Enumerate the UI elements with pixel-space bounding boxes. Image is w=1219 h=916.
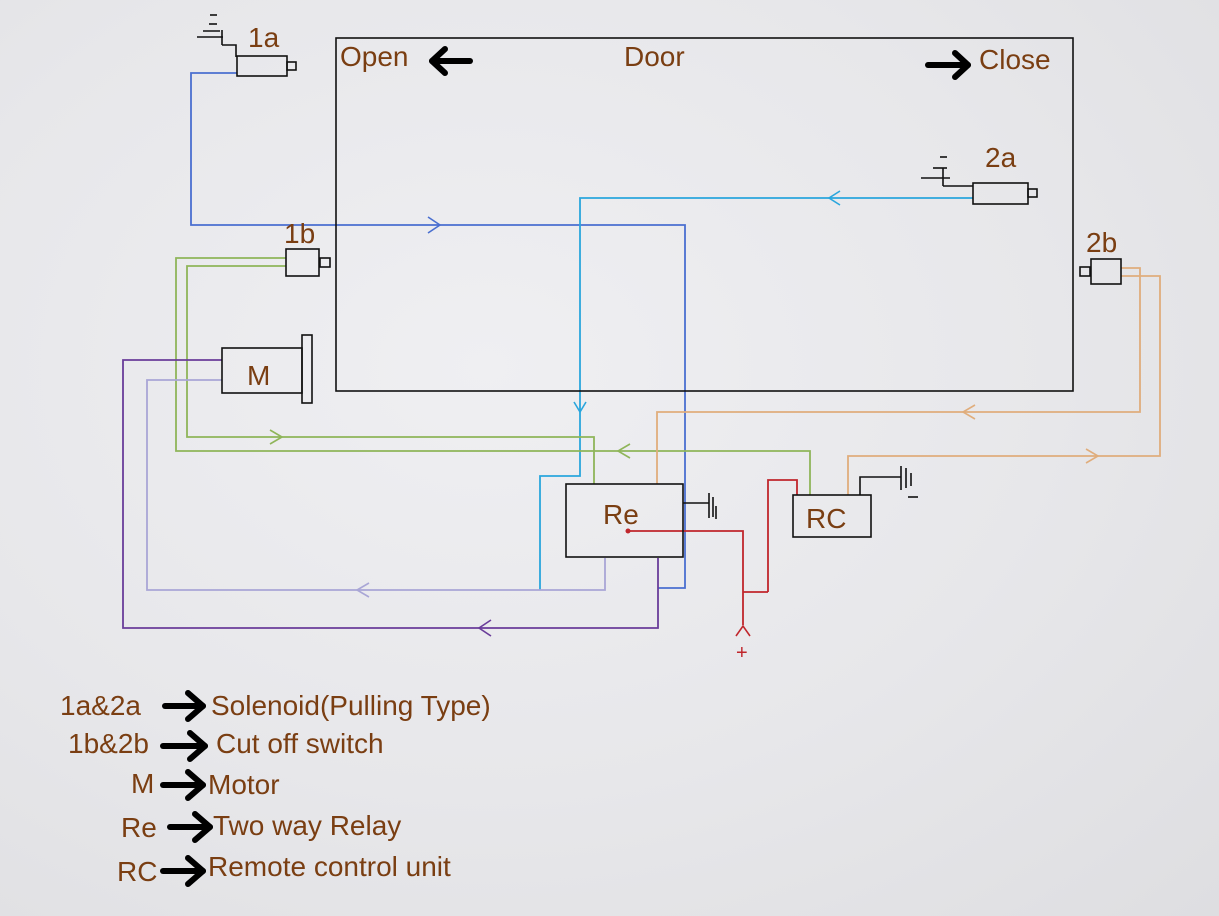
wire-power-rc xyxy=(767,479,798,592)
motor xyxy=(221,334,313,404)
wire-motor-to-relay-purple xyxy=(122,359,659,629)
cutoff-switch-1b xyxy=(285,248,331,277)
relay-label: Re xyxy=(603,499,639,530)
door-open-label: Open xyxy=(340,41,409,72)
legend-desc: Cut off switch xyxy=(216,728,384,759)
close-arrow-icon xyxy=(925,50,971,80)
wire-arrow-cyan-2 xyxy=(573,401,587,414)
relay-power-dot xyxy=(625,528,631,534)
wire-motor-to-relay-lavender xyxy=(146,379,606,591)
solenoid-1a-label: 1a xyxy=(248,22,280,53)
wire-1b-to-relay-b xyxy=(186,265,595,484)
power-plus-label: + xyxy=(736,642,748,664)
wire-arrow-red xyxy=(735,624,751,637)
wire-arrow-green-2 xyxy=(616,443,631,459)
wire-2a-to-relay xyxy=(539,197,973,590)
relay-box xyxy=(565,483,717,558)
switch-2b-label: 2b xyxy=(1086,227,1117,258)
legend-desc: Motor xyxy=(208,769,280,800)
wire-arrow-cyan xyxy=(827,190,841,206)
legend-row-relay: Re Two way Relay xyxy=(121,810,401,843)
cutoff-switch-2b xyxy=(1079,258,1122,285)
door-title: Door xyxy=(624,41,685,72)
wire-arrow-blue xyxy=(427,216,442,234)
solenoid-2a xyxy=(921,156,1038,205)
legend-row-solenoid: 1a&2a Solenoid(Pulling Type) xyxy=(60,690,491,722)
legend-row-switch: 1b&2b Cut off switch xyxy=(68,728,384,762)
legend-key: RC xyxy=(117,856,157,887)
solenoid-1a xyxy=(197,14,297,77)
wire-arrow-lavender xyxy=(355,582,370,598)
legend-row-remote: RC Remote control unit xyxy=(117,851,451,887)
remote-label: RC xyxy=(806,503,846,534)
wire-arrow-orange-2 xyxy=(1085,448,1100,464)
wire-2b-to-relay xyxy=(656,267,1141,484)
legend-key: 1b&2b xyxy=(68,728,149,759)
open-arrow-icon xyxy=(429,46,473,76)
legend-desc: Two way Relay xyxy=(213,810,401,841)
wire-2b-to-rc xyxy=(847,275,1161,495)
wire-arrow-green xyxy=(269,429,284,445)
wire-power-relay xyxy=(628,530,744,625)
wire-1b-to-relay xyxy=(175,257,811,495)
legend-desc: Solenoid(Pulling Type) xyxy=(211,690,491,721)
door-close-label: Close xyxy=(979,44,1051,75)
legend-desc: Remote control unit xyxy=(208,851,451,882)
legend-row-motor: M Motor xyxy=(131,768,280,801)
wire-arrow-purple xyxy=(477,619,492,637)
wire-1a-to-relay xyxy=(190,72,686,589)
switch-1b-label: 1b xyxy=(284,218,315,249)
legend-key: Re xyxy=(121,812,157,843)
solenoid-2a-label: 2a xyxy=(985,142,1017,173)
legend-key: M xyxy=(131,768,154,799)
legend-key: 1a&2a xyxy=(60,690,141,721)
wire-arrow-orange xyxy=(961,404,976,420)
remote-control-box xyxy=(792,466,918,538)
legend: 1a&2a Solenoid(Pulling Type) 1b&2b Cut o… xyxy=(60,690,491,887)
door-frame xyxy=(335,37,1074,392)
motor-label: M xyxy=(247,360,270,391)
